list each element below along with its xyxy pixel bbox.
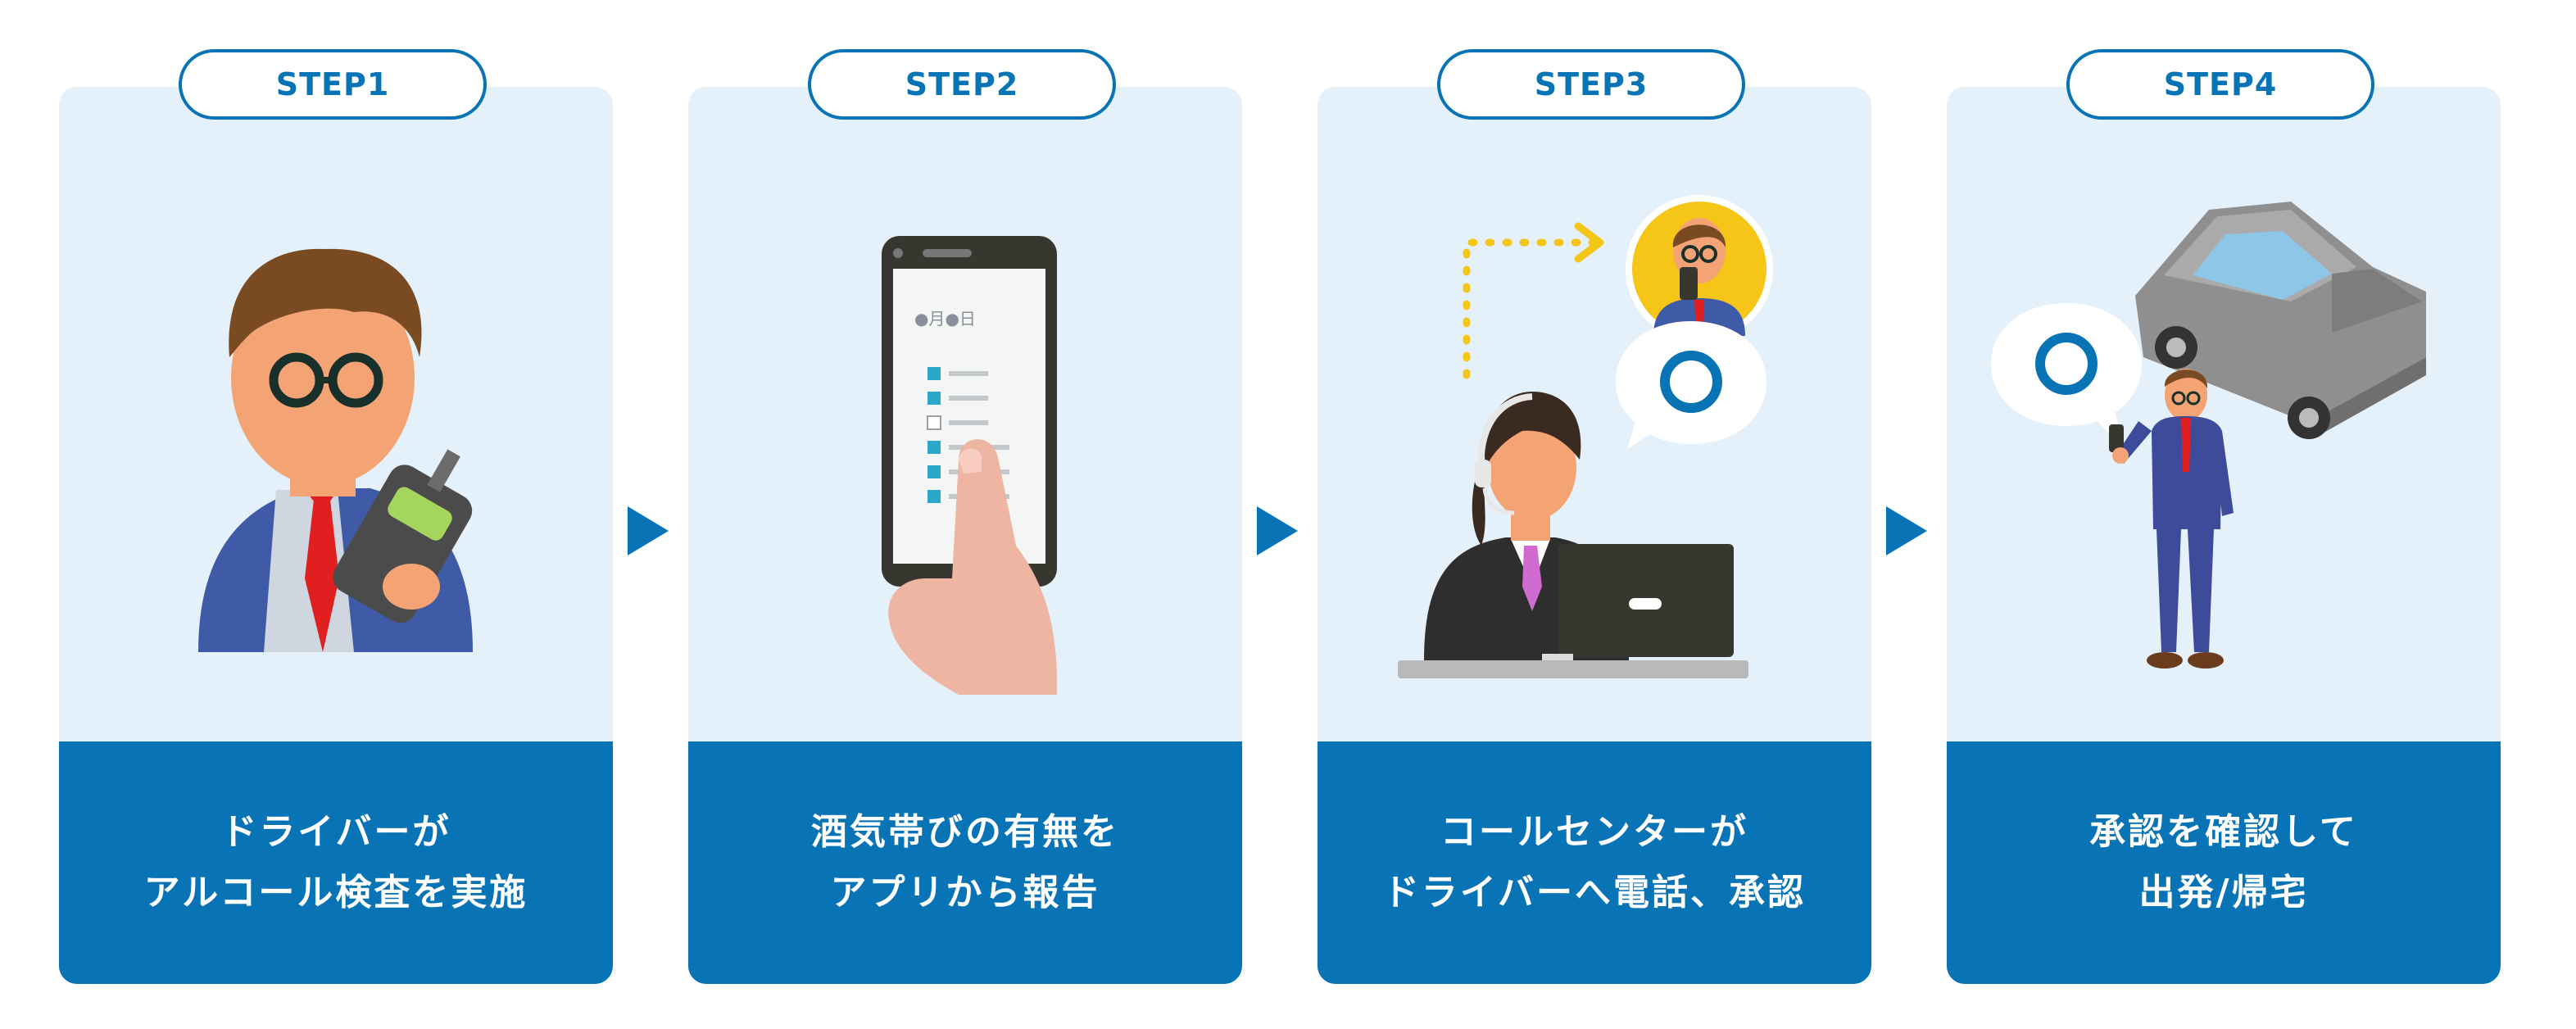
step-caption-panel: 酒気帯びの有無を アプリから報告 bbox=[688, 741, 1242, 984]
step-4: 承認を確認して 出発/帰宅 STEP4 bbox=[1947, 0, 2501, 1029]
step-caption-line-1: 酒気帯びの有無を bbox=[811, 811, 1119, 853]
arrow-head-icon bbox=[1574, 222, 1604, 263]
step-caption-panel: ドライバーが アルコール検査を実施 bbox=[59, 741, 613, 984]
step-caption-line-1: 承認を確認して bbox=[2089, 811, 2358, 853]
step-caption-line-1: コールセンターが bbox=[1440, 811, 1748, 853]
step-caption-line-2: ドライバーへ電話、承認 bbox=[1382, 872, 1807, 913]
ok-circle-icon bbox=[1660, 351, 1722, 413]
step-caption-line-1: ドライバーが bbox=[220, 811, 451, 853]
arrow-right-icon bbox=[628, 506, 669, 555]
step-label-pill: STEP2 bbox=[808, 49, 1116, 120]
step-3: コールセンターが ドライバーへ電話、承認 bbox=[1317, 0, 1871, 1029]
step-caption-panel: コールセンターが ドライバーへ電話、承認 bbox=[1317, 741, 1871, 984]
step-2: 酒気帯びの有無を アプリから報告 ●月●日 STEP2 bbox=[688, 0, 1242, 1029]
arrow-right-icon bbox=[1257, 506, 1298, 555]
step-label-pill: STEP4 bbox=[2066, 49, 2374, 120]
step-1: ドライバーが アルコール検査を実施 STEP1 bbox=[59, 0, 613, 1029]
driver-departure-illustration bbox=[1991, 202, 2426, 669]
step-caption-line-2: アプリから報告 bbox=[830, 872, 1100, 913]
call-center-illustration bbox=[1398, 195, 1773, 678]
driver-breathalyzer-illustration bbox=[198, 248, 473, 652]
arrow-right-icon bbox=[1886, 506, 1927, 555]
ok-circle-icon bbox=[2035, 333, 2098, 395]
step-caption-panel: 承認を確認して 出発/帰宅 bbox=[1947, 741, 2501, 984]
step-caption-line-2: アルコール検査を実施 bbox=[143, 872, 528, 913]
step-label-pill: STEP1 bbox=[179, 49, 487, 120]
step-caption-line-2: 出発/帰宅 bbox=[2138, 872, 2309, 913]
phone-report-illustration: ●月●日 bbox=[882, 236, 1058, 695]
step-label-pill: STEP3 bbox=[1437, 49, 1745, 120]
step-card: ドライバーが アルコール検査を実施 bbox=[59, 87, 613, 984]
phone-date-label: ●月●日 bbox=[914, 309, 976, 329]
